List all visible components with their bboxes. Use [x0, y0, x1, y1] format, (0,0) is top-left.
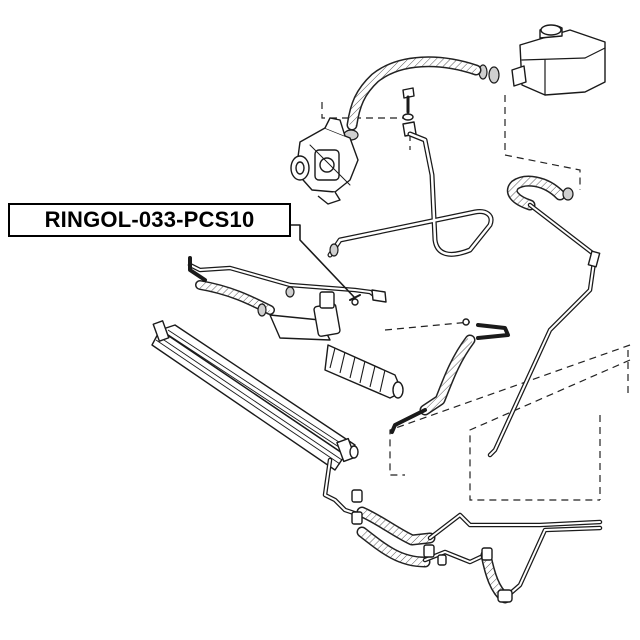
banjo-bolt: [402, 87, 417, 137]
part-number-callout: RINGOL-033-PCS10: [8, 203, 291, 237]
callout-leader-line: [290, 224, 356, 299]
rack-return-hose: [390, 318, 510, 434]
lower-pipe-assembly: [322, 457, 603, 604]
hose-clamps: [257, 243, 339, 317]
steering-rack: [269, 291, 404, 399]
fluid-reservoir: [478, 24, 606, 96]
supply-hose: [343, 56, 482, 141]
oil-cooler: [151, 320, 359, 471]
power-steering-pump: [290, 117, 359, 205]
pressure-line: [327, 131, 494, 258]
return-hose-right: [487, 175, 601, 458]
